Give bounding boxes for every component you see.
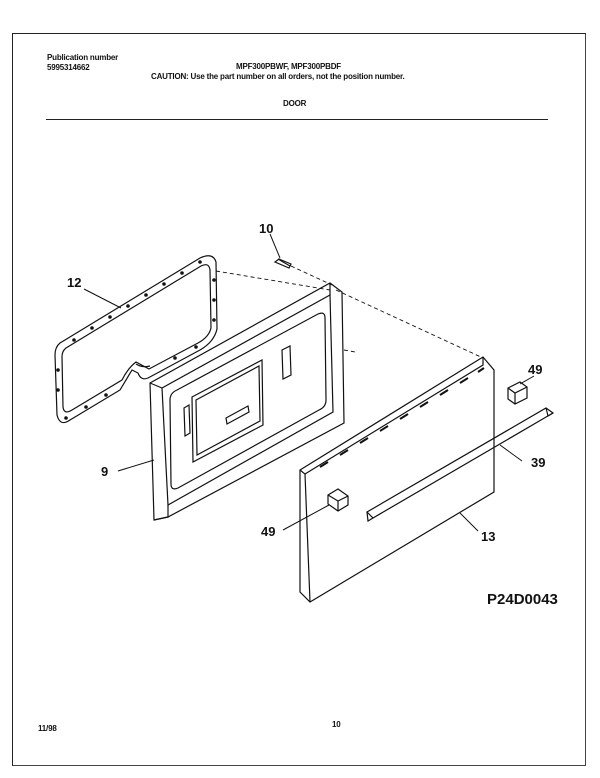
footer-page-number: 10 (332, 720, 341, 729)
door-handle (366, 407, 555, 522)
callout-49-upper: 49 (528, 362, 543, 377)
door-screw (273, 258, 292, 269)
header-rule (46, 119, 548, 120)
callout-9: 9 (101, 464, 109, 479)
callout-12: 12 (67, 275, 82, 290)
callout-10: 10 (259, 221, 274, 236)
door-liner (149, 282, 345, 521)
section-title: DOOR (283, 99, 307, 108)
alignment-lines (215, 265, 484, 359)
panel-vent-slots (319, 367, 485, 468)
door-gasket (54, 255, 218, 424)
model-numbers: MPF300PBWF, MPF300PBDF (236, 62, 341, 71)
callout-39: 39 (531, 455, 546, 470)
handle-bracket-lower (327, 488, 349, 512)
diagram-id: P24D0043 (487, 591, 558, 608)
leader-lines (83, 233, 535, 532)
callout-13: 13 (481, 529, 496, 544)
footer-date: 11/98 (38, 724, 57, 733)
publication-number: 5995314662 (47, 63, 90, 72)
callout-49-lower: 49 (261, 524, 276, 539)
outer-door-panel (299, 356, 495, 603)
handle-bracket-upper (507, 381, 528, 405)
gasket-studs (56, 260, 216, 420)
page-frame (12, 33, 586, 766)
publication-label: Publication number (47, 53, 119, 62)
caution-note: CAUTION: Use the part number on all orde… (151, 72, 405, 81)
